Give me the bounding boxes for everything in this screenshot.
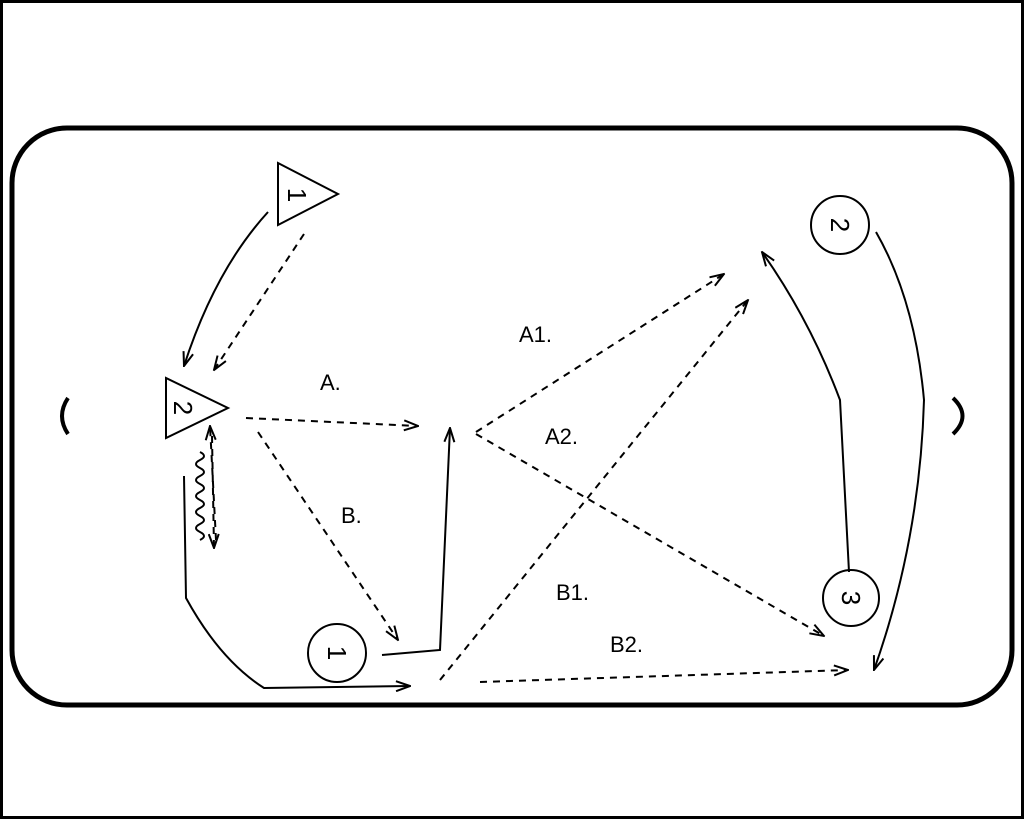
- pass-path-t1-to-t2: [214, 233, 305, 370]
- circle-player-1: 1: [307, 623, 367, 683]
- pass-path-b2: [479, 670, 848, 683]
- label-a: A.: [320, 370, 341, 395]
- pass-path-a: [245, 417, 418, 426]
- label-a1: A1.: [519, 322, 552, 347]
- triangle-player-2-label: 2: [168, 401, 198, 415]
- label-b2: B2.: [610, 632, 643, 657]
- skate-path-c1: [381, 428, 450, 656]
- rink-boards: [9, 125, 1015, 708]
- left-goal: [60, 396, 70, 436]
- label-a2: A2.: [545, 424, 578, 449]
- pass-path-b: [257, 431, 398, 640]
- label-b1: B1.: [556, 580, 589, 605]
- pass-path-b1: [439, 300, 748, 681]
- skate-path-t2-low: [183, 475, 410, 688]
- pass-path-a2: [475, 433, 824, 636]
- skate-path-c3: [762, 252, 850, 573]
- dashed-return-t2: [212, 435, 214, 548]
- label-b: B.: [341, 503, 362, 528]
- skate-path-c2: [874, 231, 926, 670]
- circle-player-2: 2: [810, 195, 870, 255]
- dashed-support-t2: [210, 426, 217, 541]
- pass-path-a1: [475, 274, 724, 433]
- stickhandle-path-t2: [195, 451, 205, 541]
- circle-player-2-label: 2: [825, 218, 855, 232]
- triangle-player-2: 2: [165, 376, 231, 440]
- right-goal: [951, 396, 965, 436]
- circle-player-3-label: 3: [836, 591, 866, 605]
- circle-player-1-label: 1: [322, 646, 352, 660]
- circle-player-3: 3: [822, 569, 880, 627]
- triangle-player-1: 1: [277, 161, 341, 227]
- triangle-player-1-label: 1: [282, 188, 312, 202]
- skate-path-t1-to-t2: [184, 211, 269, 366]
